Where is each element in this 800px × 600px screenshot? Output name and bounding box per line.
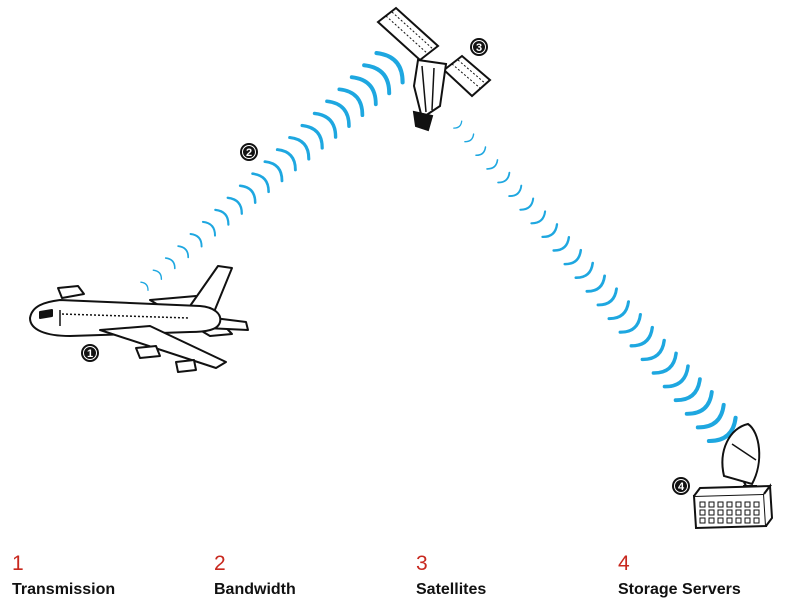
building-window [726, 509, 733, 516]
legend-number-1: 1 [12, 552, 24, 575]
radio-wave-icon [706, 415, 738, 444]
building-window [726, 517, 733, 524]
marker-4-label: 4 [678, 481, 685, 493]
building-window [735, 501, 742, 508]
radio-wave-icon [541, 223, 559, 239]
radio-wave-icon [140, 281, 149, 291]
radio-wave-icon [164, 257, 176, 270]
radio-wave-icon [530, 210, 547, 225]
legend-label-3: Satellites [416, 581, 487, 598]
building-window [717, 509, 724, 516]
radio-wave-icon [475, 146, 487, 157]
radio-wave-icon [486, 159, 499, 170]
radio-wave-icon [695, 402, 726, 430]
building-window [708, 509, 715, 516]
legend-item-4: 4 Storage Servers [618, 553, 800, 600]
building-window [744, 509, 751, 516]
radio-wave-icon [312, 111, 338, 139]
radio-wave-icon [574, 261, 594, 280]
building-window [753, 517, 760, 524]
satellite-icon [376, 6, 492, 132]
radio-wave-icon [238, 184, 257, 204]
marker-2: 2 [240, 143, 258, 161]
ground-station-windows [699, 501, 760, 524]
building-window [753, 501, 760, 508]
building-window [717, 517, 724, 524]
legend-number-4: 4 [618, 552, 630, 575]
uplink-waves [140, 51, 405, 291]
marker-1: 1 [81, 344, 99, 362]
legend-number-2: 2 [214, 552, 226, 575]
radio-wave-icon [251, 172, 270, 194]
legend-number-3: 3 [416, 552, 428, 575]
radio-wave-icon [453, 120, 463, 129]
building-window [717, 501, 724, 508]
legend-item-3: 3 Satellites [416, 553, 606, 600]
radio-wave-icon [662, 364, 690, 389]
airplane-icon [29, 265, 249, 373]
radio-wave-icon [214, 208, 230, 226]
radio-wave-icon [585, 274, 606, 293]
radio-wave-icon [226, 196, 243, 215]
building-window [753, 509, 760, 516]
legend-label-2: Bandwidth [214, 581, 296, 598]
building-window [708, 501, 715, 508]
marker-4: 4 [672, 477, 690, 495]
radio-wave-icon [651, 351, 678, 375]
radio-wave-icon [497, 171, 511, 184]
radio-wave-icon [563, 248, 583, 266]
radio-wave-icon [618, 313, 642, 334]
building-window [726, 501, 733, 508]
radio-wave-icon [189, 233, 203, 248]
building-window [699, 501, 706, 508]
radio-wave-icon [275, 148, 297, 172]
ground-station-icon [692, 422, 774, 530]
downlink-waves [453, 120, 738, 444]
radio-wave-icon [629, 325, 654, 348]
radio-wave-icon [177, 245, 190, 259]
legend-item-1: 1 Transmission [12, 553, 202, 600]
radio-wave-icon [349, 75, 378, 107]
legend-item-2: 2 Bandwidth [214, 553, 404, 600]
building-window [744, 517, 751, 524]
marker-1-label: 1 [87, 348, 93, 360]
radio-wave-icon [596, 287, 618, 307]
building-window [744, 501, 751, 508]
radio-wave-icon [464, 133, 475, 143]
radio-wave-icon [519, 197, 535, 211]
radio-wave-icon [325, 99, 351, 128]
radio-wave-icon [263, 160, 284, 183]
radio-wave-icon [673, 377, 702, 403]
radio-wave-icon [288, 135, 311, 161]
radio-wave-icon [552, 236, 571, 252]
marker-2-label: 2 [246, 147, 252, 159]
building-window [708, 517, 715, 524]
legend-label-4: Storage Servers [618, 581, 741, 598]
radio-wave-icon [607, 300, 630, 321]
radio-wave-icon [201, 220, 217, 237]
radio-wave-icon [374, 51, 405, 85]
marker-3: 3 [470, 38, 488, 56]
radio-wave-icon [684, 390, 714, 416]
building-window [699, 509, 706, 516]
building-window [699, 517, 706, 524]
radio-wave-icon [300, 123, 324, 150]
building-window [735, 517, 742, 524]
radio-wave-icon [640, 338, 666, 362]
radio-wave-icon [362, 63, 392, 96]
radio-wave-icon [337, 87, 365, 118]
legend-label-1: Transmission [12, 581, 116, 598]
radio-wave-icon [152, 269, 163, 280]
radio-wave-icon [508, 184, 523, 198]
marker-3-label: 3 [476, 42, 482, 54]
building-window [735, 509, 742, 516]
